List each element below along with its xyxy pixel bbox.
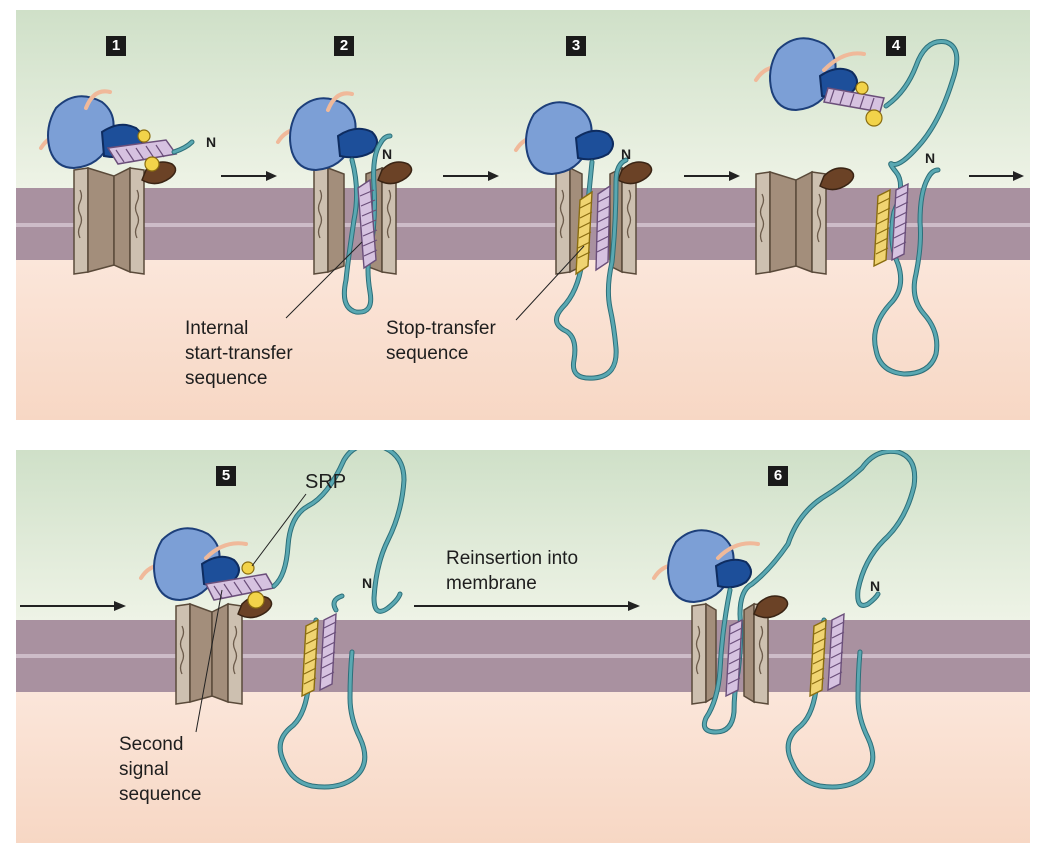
ribosome bbox=[514, 101, 614, 176]
srp-receptor bbox=[617, 161, 653, 185]
ribosome bbox=[276, 91, 378, 172]
start-transfer-helix bbox=[357, 178, 378, 270]
panel-bottom-art bbox=[16, 450, 1030, 843]
polypeptide-chain bbox=[272, 450, 406, 613]
leader-line-second-signal bbox=[195, 589, 223, 733]
translocon-closed bbox=[755, 170, 827, 275]
translocon-open bbox=[313, 166, 397, 275]
stop-transfer-helix bbox=[873, 188, 891, 268]
leader-line-start-transfer bbox=[285, 241, 363, 319]
srp-particle bbox=[823, 81, 885, 127]
panel-steps-1-4: 1 2 3 4 N N N N Internal start-transfer … bbox=[16, 10, 1030, 420]
srp-receptor bbox=[819, 167, 855, 191]
n-terminus-label: N bbox=[382, 146, 393, 162]
leader-line-srp bbox=[251, 493, 307, 567]
stop-transfer-helix bbox=[809, 618, 827, 698]
panel-steps-5-6: 5 6 N N SRP Reinsertion into membrane Se… bbox=[16, 450, 1030, 843]
arrow-2-to-3 bbox=[443, 171, 499, 181]
translocon-closed bbox=[73, 166, 145, 275]
stop-transfer-helix bbox=[575, 190, 593, 276]
membrane-midline bbox=[16, 223, 1030, 227]
start-transfer-helix bbox=[827, 612, 845, 692]
n-terminus-label: N bbox=[925, 150, 936, 166]
step-4-box: 4 bbox=[886, 36, 906, 56]
n-terminus-label: N bbox=[362, 575, 373, 591]
label-internal-start-transfer: Internal start-transfer sequence bbox=[185, 318, 293, 389]
step-3-box: 3 bbox=[566, 36, 586, 56]
step-1-box: 1 bbox=[106, 36, 126, 56]
polypeptide-chain bbox=[702, 450, 917, 734]
arrow-5-to-6 bbox=[414, 601, 640, 611]
label-second-signal: Second signal sequence bbox=[119, 734, 202, 805]
ribosome bbox=[652, 529, 760, 604]
stop-transfer-helix bbox=[301, 618, 319, 698]
membrane-midline bbox=[16, 654, 1030, 658]
arrow-into-5 bbox=[20, 601, 126, 611]
srp-receptor bbox=[377, 161, 413, 185]
leader-line-stop-transfer bbox=[515, 245, 585, 321]
arrow-1-to-2 bbox=[221, 171, 277, 181]
polypeptide-loop bbox=[278, 618, 367, 789]
polypeptide-chain bbox=[555, 158, 628, 380]
er-lumen bbox=[16, 260, 1030, 420]
n-terminus-label: N bbox=[206, 134, 217, 150]
polypeptide-chain bbox=[172, 140, 194, 154]
arrow-3-to-4 bbox=[684, 171, 740, 181]
arrow-4-out bbox=[969, 171, 1024, 181]
label-reinsertion: Reinsertion into membrane bbox=[446, 548, 579, 594]
ribosome bbox=[139, 527, 248, 602]
n-terminus-label: N bbox=[621, 146, 632, 162]
polypeptide-loop bbox=[786, 618, 875, 789]
start-transfer-helix bbox=[891, 182, 909, 262]
step-5-box: 5 bbox=[216, 466, 236, 486]
step-2-box: 2 bbox=[334, 36, 354, 56]
second-signal-helix bbox=[725, 618, 743, 698]
n-terminus-label: N bbox=[870, 578, 881, 594]
srp-particle bbox=[204, 561, 276, 609]
srp-receptor bbox=[753, 595, 789, 619]
label-stop-transfer: Stop-transfer sequence bbox=[386, 318, 496, 364]
translocon-closed bbox=[175, 602, 243, 705]
polypeptide-chain bbox=[342, 134, 392, 314]
start-transfer-helix bbox=[319, 612, 337, 692]
translocon-open bbox=[691, 602, 769, 705]
label-srp: SRP bbox=[305, 471, 347, 493]
step-6-box: 6 bbox=[768, 466, 788, 486]
srp-particle bbox=[106, 129, 178, 172]
polypeptide-chain bbox=[873, 40, 959, 376]
start-transfer-helix bbox=[595, 184, 611, 272]
panel-top-art bbox=[16, 10, 1030, 420]
